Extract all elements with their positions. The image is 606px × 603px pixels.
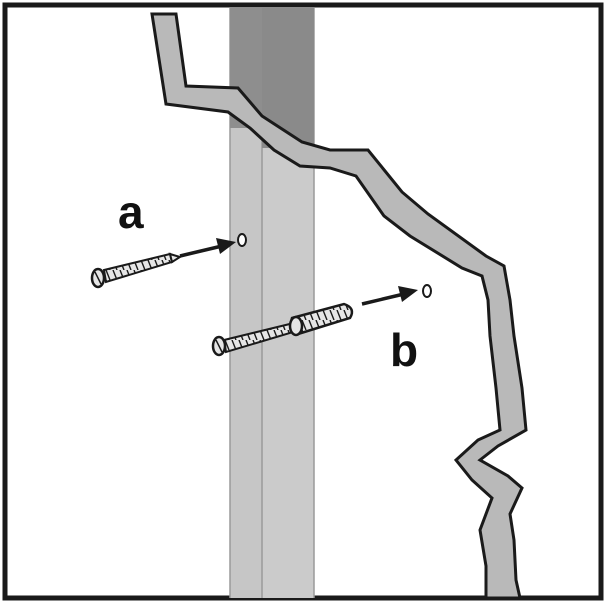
pilot-hole-a: [237, 233, 247, 247]
arrow-icon: [361, 286, 418, 306]
wall-crack-outline: [150, 12, 528, 600]
pilot-hole-b: [422, 284, 432, 298]
callout-b: b: [390, 324, 418, 376]
arrow-icon: [179, 238, 236, 258]
wood-screw-icon: [90, 252, 183, 289]
wall-anchor-screw-icon: [211, 302, 354, 357]
callout-a: a: [118, 186, 144, 238]
